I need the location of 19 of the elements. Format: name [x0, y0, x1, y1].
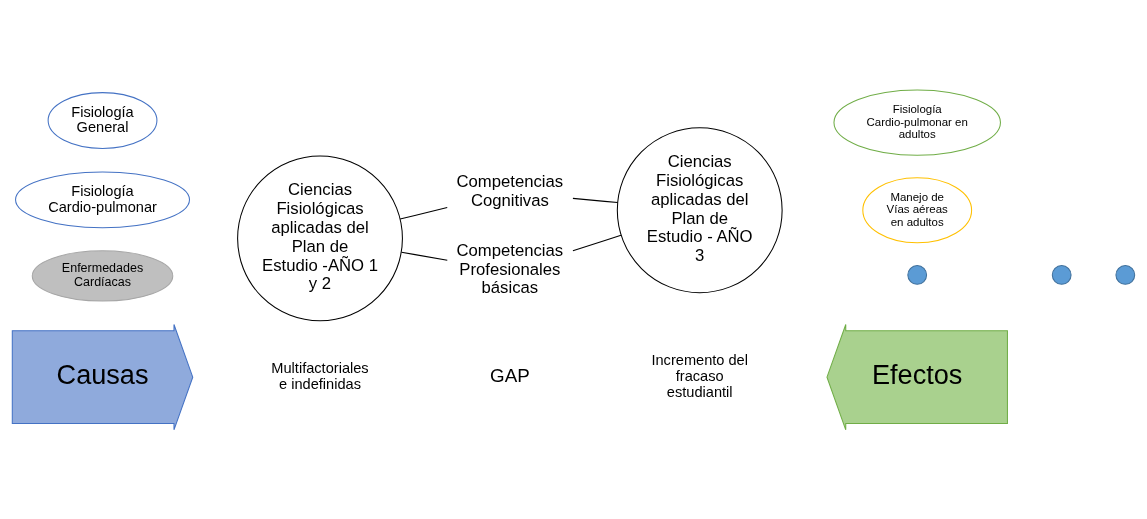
- connector: [401, 251, 448, 261]
- node-text: Competencias Profesionales básicas: [456, 240, 564, 297]
- node-circle: [1051, 264, 1072, 285]
- node-circle: [907, 264, 928, 285]
- node-ellipse: Fisiología Cardio-pulmonar: [15, 170, 190, 228]
- node-text: Competencias Cognitivas: [456, 171, 564, 210]
- node-circle: Ciencias Fisiológicas aplicadas del Plan de Estudio - AÑO 3: [616, 126, 783, 293]
- connector: [572, 197, 619, 203]
- node-ellipse: Fisiología General: [47, 91, 158, 149]
- node-ellipse: Enfermedades Cardíacas: [31, 249, 174, 302]
- label: GAP: [490, 364, 530, 386]
- node-circle: [1115, 264, 1136, 285]
- node-circle: Ciencias Fisiológicas aplicadas del Plan de Estudio -AÑO 1 y 2: [237, 155, 403, 321]
- node-ellipse: Fisiología Cardio-pulmonar en adultos: [833, 89, 1001, 156]
- node-ellipse: Manejo de Vías aéreas en adultos: [862, 176, 973, 243]
- label: Incremento del fracaso estudiantil: [651, 351, 748, 400]
- connector: [399, 206, 448, 220]
- label: Multifactoriales e indefinidas: [271, 359, 369, 392]
- connector: [572, 234, 622, 251]
